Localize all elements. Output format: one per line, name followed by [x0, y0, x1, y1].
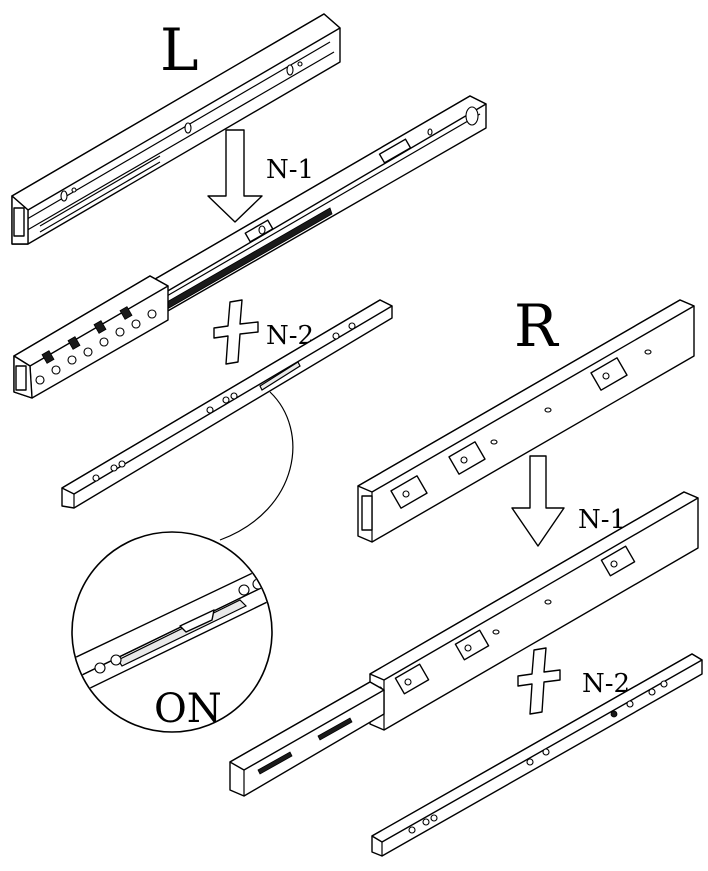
- left-step2-plus: [213, 299, 259, 365]
- right-step2-plus: [517, 647, 561, 715]
- right-inner-member: [371, 653, 703, 857]
- label-detail-state: ON: [154, 686, 222, 732]
- right-step1-arrow: [511, 455, 565, 547]
- left-drawer-rail-assembly: [13, 95, 487, 399]
- left-cabinet-rail: [11, 13, 341, 245]
- right-cabinet-rail: [357, 299, 695, 543]
- detail-magnifier-circle: [71, 531, 273, 733]
- left-inner-member: [61, 299, 393, 509]
- right-drawer-rail-assembly: [229, 491, 699, 797]
- label-right-side: R: [514, 292, 560, 360]
- label-left-side: L: [160, 16, 199, 84]
- label-left-step1: N-1: [266, 155, 314, 185]
- detail-leader-line: [219, 391, 294, 541]
- left-ball-bearings: [35, 306, 157, 385]
- left-step1-arrow: [207, 129, 263, 223]
